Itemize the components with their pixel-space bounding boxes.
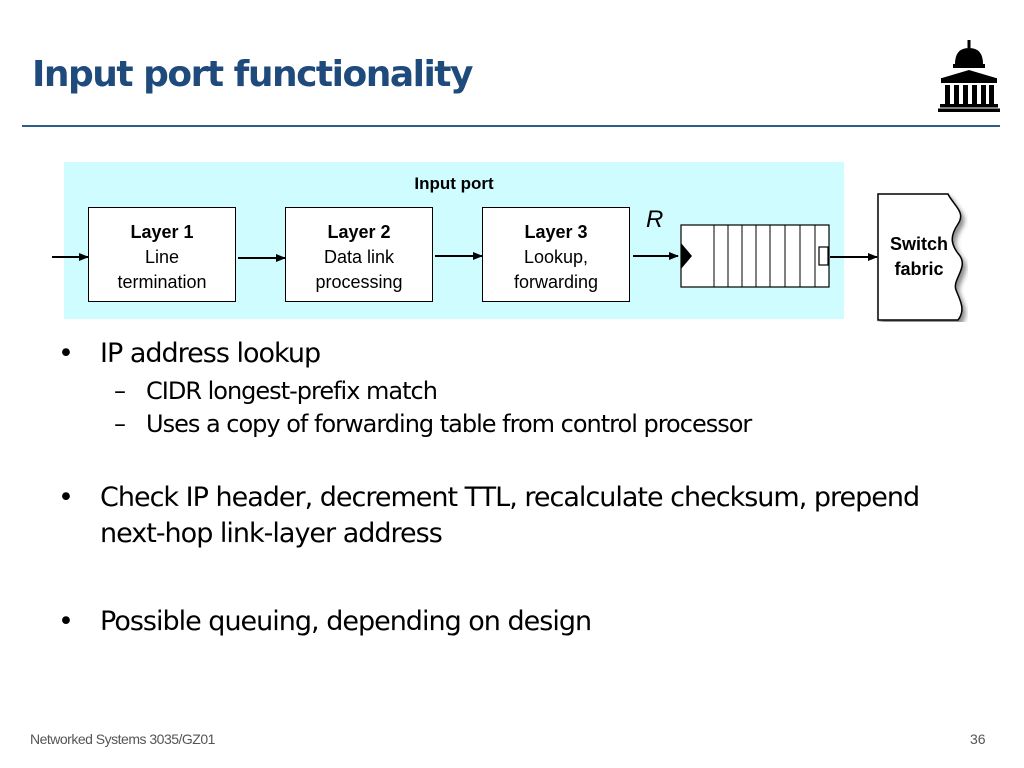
switch-fabric-line2: fabric bbox=[894, 259, 944, 279]
switch-fabric-shape bbox=[877, 193, 963, 321]
layer-1-desc-line1: Line bbox=[144, 247, 180, 267]
input-port-label: Input port bbox=[414, 174, 494, 193]
switch-fabric-line1: Switch bbox=[889, 234, 948, 254]
layer-3-desc-line2: forwarding bbox=[513, 272, 599, 292]
layer-1-box: Layer 1 Line termination bbox=[88, 207, 236, 302]
input-port-diagram: Input port Layer 1 Line termination Laye… bbox=[64, 162, 844, 319]
sub-bullet-1-text: CIDR longest-prefix match bbox=[146, 377, 438, 405]
switch-fabric-label: Switch fabric bbox=[876, 232, 962, 282]
layer-3-name: Layer 3 bbox=[524, 222, 588, 242]
layer-2-desc-line2: processing bbox=[315, 272, 403, 292]
layer-2-name: Layer 2 bbox=[327, 222, 391, 242]
bullet-1-text: IP address lookup bbox=[100, 338, 321, 369]
dash-icon: – bbox=[114, 377, 126, 405]
layer-3-box: Layer 3 Lookup, forwarding bbox=[482, 207, 630, 302]
page-number: 36 bbox=[970, 731, 986, 747]
layer-1-desc-line2: termination bbox=[117, 272, 207, 292]
layer-1-name: Layer 1 bbox=[130, 222, 194, 242]
layer-3-desc-line1: Lookup, bbox=[523, 247, 589, 267]
bullet-icon: • bbox=[58, 482, 74, 513]
router-label: R bbox=[646, 206, 664, 233]
university-building-icon bbox=[938, 40, 1000, 112]
bullet-2-text: Check IP header, decrement TTL, recalcul… bbox=[100, 482, 920, 549]
bullet-icon: • bbox=[58, 606, 74, 637]
layer-2-box: Layer 2 Data link processing bbox=[285, 207, 433, 302]
bullet-3-text: Possible queuing, depending on design bbox=[100, 606, 592, 637]
bullet-icon: • bbox=[58, 338, 74, 369]
title-divider bbox=[22, 125, 1000, 127]
sub-bullet-2-text: Uses a copy of forwarding table from con… bbox=[146, 410, 752, 438]
dash-icon: – bbox=[114, 410, 126, 438]
footer-course-label: Networked Systems 3035/GZ01 bbox=[30, 731, 215, 747]
layer-2-desc-line1: Data link bbox=[323, 247, 395, 267]
slide-title: Input port functionality bbox=[32, 54, 473, 95]
